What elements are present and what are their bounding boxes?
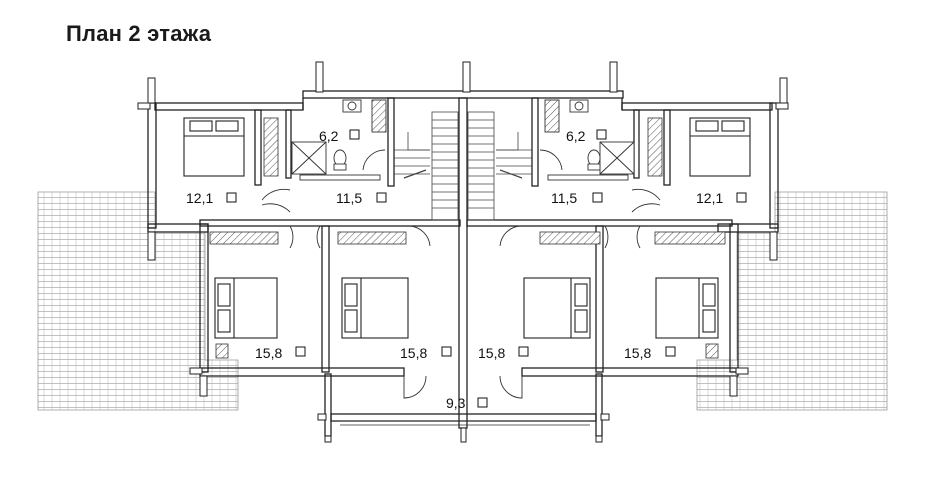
area-label-bath-right: 6,2: [566, 128, 586, 144]
area-label-hall-left: 11,5: [336, 190, 362, 206]
roof-left: [37, 191, 239, 411]
bed-right-top: [689, 117, 751, 177]
area-label-hall-right: 11,5: [551, 190, 577, 206]
area-label-bedroom-left-2: 15,8: [400, 345, 427, 361]
area-label-bedroom-right-2: 15,8: [478, 345, 505, 361]
area-label-bedroom-left-1: 15,8: [255, 345, 282, 361]
area-label-bedroom-right-1: 15,8: [624, 345, 651, 361]
bathroom-fixtures-left: [291, 99, 387, 181]
stairs-right: [467, 111, 532, 221]
roof-right: [696, 191, 888, 411]
balcony-rail: [340, 420, 590, 426]
bed-right-1: [655, 277, 719, 339]
page-title: План 2 этажа: [66, 21, 212, 46]
bed-left-1: [214, 277, 278, 339]
bathroom-fixtures-right: [544, 99, 635, 181]
heaters: [215, 343, 719, 359]
wardrobes: [209, 117, 726, 245]
post-stubs: [137, 61, 789, 443]
area-label-bedroom-right-top: 12,1: [696, 190, 723, 206]
bed-left-top: [183, 117, 245, 177]
bed-right-2: [523, 277, 591, 339]
area-label-bath-left: 6,2: [319, 128, 339, 144]
area-labels: 6,2 12,1 11,5 6,2 11,5 12,1 15,8 15,8 15…: [186, 128, 747, 411]
area-label-bedroom-left-top: 12,1: [186, 190, 213, 206]
doors: [261, 149, 661, 399]
stairs-left: [394, 111, 459, 221]
area-label-balcony: 9,3: [446, 395, 466, 411]
bed-left-2: [341, 277, 409, 339]
